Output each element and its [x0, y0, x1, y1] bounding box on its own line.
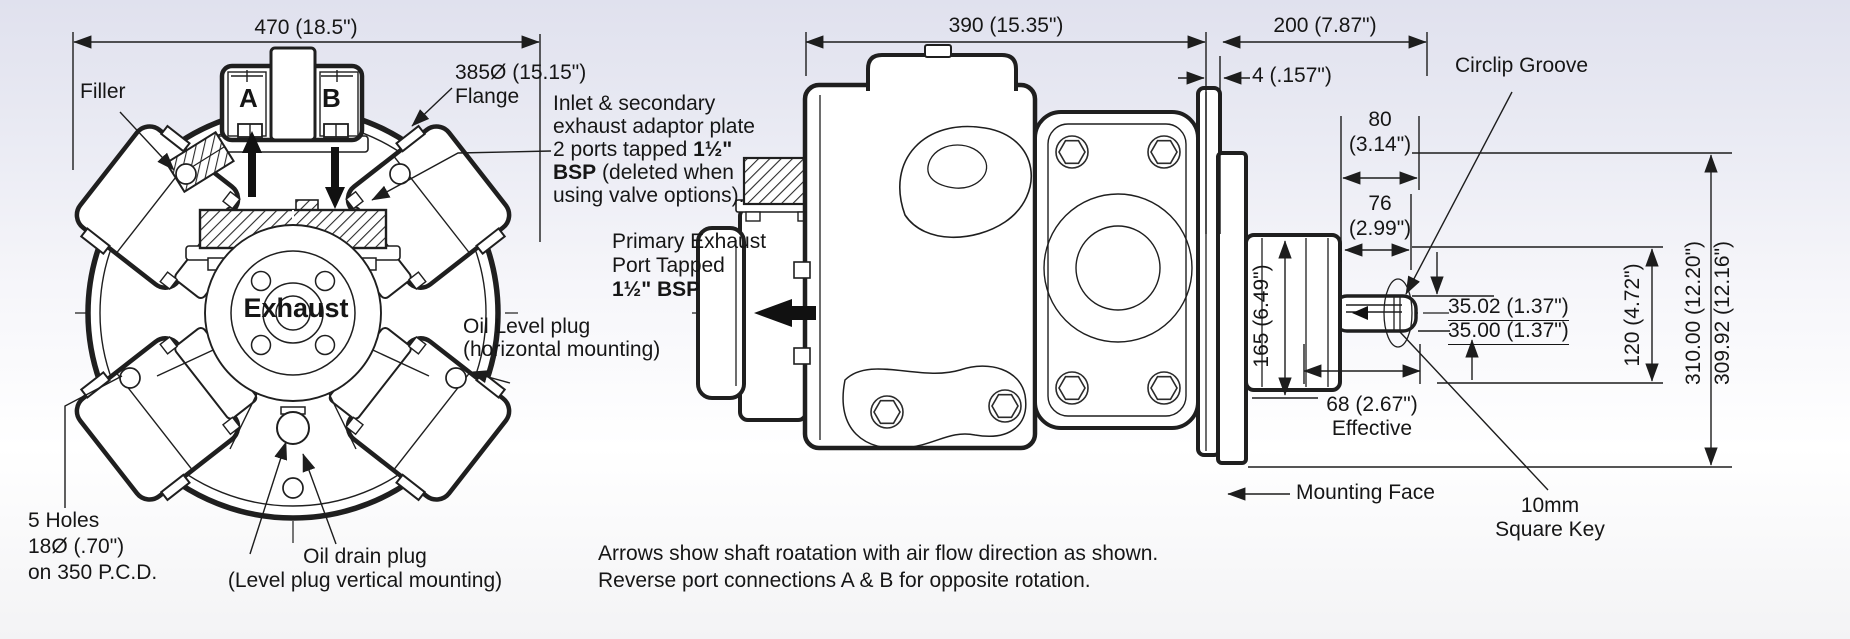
oil-drain-plug	[276, 406, 310, 445]
dimension-lines	[64, 32, 1732, 555]
side-view-drawing	[692, 44, 1452, 465]
primary-exhaust-callout: Primary Exhaust Port Tapped 1½" BSP	[612, 230, 767, 301]
dim-shaft-length-80: 80 (3.14")	[1348, 108, 1412, 156]
front-view-drawing	[74, 46, 518, 543]
oil-drain-plug-callout: Oil drain plug (Level plug vertical moun…	[227, 545, 503, 592]
dim-effective-length: 68 (2.67") Effective	[1326, 393, 1418, 440]
dim-shaft-length-76: 76 (2.99")	[1348, 192, 1412, 240]
square-key-callout: 10mm Square Key	[1495, 494, 1605, 541]
dim-key-height: 120 (4.72")	[1621, 263, 1645, 367]
filler-label: Filler	[80, 80, 126, 103]
oil-level-plug-callout: Oil Level plug (horizontal mounting)	[463, 315, 661, 361]
dim-plate-gap: 4 (.157")	[1252, 64, 1332, 87]
dim-shaft-dia-max: 35.02 (1.37")	[1448, 295, 1569, 321]
exhaust-label: Exhaust	[243, 293, 349, 323]
port-manifold	[215, 46, 369, 153]
port-b-label: B	[322, 83, 341, 113]
flange-callout: 385Ø (15.15") Flange	[455, 61, 587, 108]
center-hub	[156, 224, 430, 450]
rotation-footnote: Arrows show shaft roatation with air flo…	[598, 542, 1159, 592]
flow-arrow-a	[242, 131, 262, 197]
flange-holes	[119, 163, 467, 499]
flow-arrow-b	[325, 147, 345, 209]
shaft-hub	[1244, 233, 1342, 392]
dim-hub-diameter: 165 (6.49")	[1250, 264, 1274, 368]
primary-exhaust-arrow	[754, 299, 816, 327]
port-a-label: A	[239, 83, 258, 113]
dim-flange-max: 310.00 (12.20")	[1682, 240, 1706, 386]
dim-body-length: 390 (15.35")	[948, 14, 1064, 37]
dim-overall-width: 470 (18.5")	[254, 16, 358, 39]
dim-shaft-dia-min: 35.00 (1.37")	[1448, 319, 1569, 345]
dim-shaft-end-length: 200 (7.87")	[1273, 14, 1377, 37]
dim-flange-min: 309.92 (12.16")	[1711, 240, 1735, 386]
adaptor-plate-note: Inlet & secondary exhaust adaptor plate …	[553, 92, 755, 207]
output-shaft	[1332, 278, 1418, 348]
circlip-groove-label: Circlip Groove	[1455, 54, 1589, 77]
mounting-holes-callout: 5 Holes 18Ø (.70") on 350 P.C.D.	[28, 509, 158, 584]
mounting-face-label: Mounting Face	[1296, 481, 1435, 504]
